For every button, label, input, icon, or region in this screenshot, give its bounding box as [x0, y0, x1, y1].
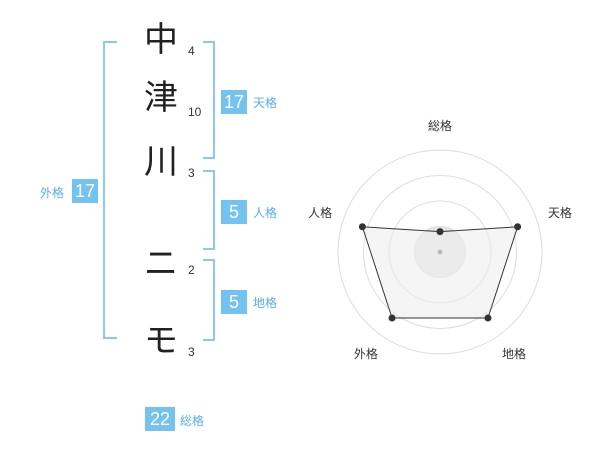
gaikaku-value: 17 [72, 179, 98, 203]
stroke-count-4: 2 [188, 263, 195, 277]
name-char-1: 中 [144, 20, 178, 60]
chikaku-bracket [203, 259, 215, 341]
gaikaku-label: 外格 [40, 186, 65, 200]
soukaku-value: 22 [145, 407, 175, 431]
chikaku-label: 地格 [253, 296, 278, 310]
jinkaku-bracket [203, 170, 215, 250]
radar-point-4 [358, 223, 366, 231]
radar-axis-label-3: 外格 [354, 346, 378, 361]
radar-center [437, 249, 443, 255]
radar-axis-label-1: 天格 [548, 205, 572, 220]
name-char-3: 川 [144, 142, 178, 182]
name-char-5: モ [144, 321, 178, 361]
name-char-4: ニ [144, 244, 178, 284]
tenkaku-value: 17 [221, 90, 247, 114]
gaikaku-bracket [103, 41, 117, 339]
radar-point-1 [514, 223, 522, 231]
radar-axis-label-0: 総格 [428, 118, 452, 133]
jinkaku-value: 5 [221, 200, 247, 224]
radar-axis-label-2: 地格 [502, 346, 526, 361]
soukaku-label: 総格 [180, 414, 205, 428]
radar-point-0 [436, 228, 444, 236]
stroke-count-2: 10 [188, 105, 202, 119]
radar-point-2 [484, 314, 492, 322]
radar-series-area [361, 226, 519, 319]
stroke-count-3: 3 [188, 166, 195, 180]
radar-point-3 [388, 314, 396, 322]
name-char-2: 津 [144, 78, 178, 118]
chikaku-value: 5 [221, 290, 247, 314]
stroke-count-5: 3 [188, 345, 195, 359]
jinkaku-label: 人格 [253, 206, 278, 220]
stroke-count-1: 4 [188, 44, 195, 58]
tenkaku-label: 天格 [253, 96, 278, 110]
radar-axis-label-4: 人格 [308, 205, 332, 220]
tenkaku-bracket [203, 41, 215, 159]
